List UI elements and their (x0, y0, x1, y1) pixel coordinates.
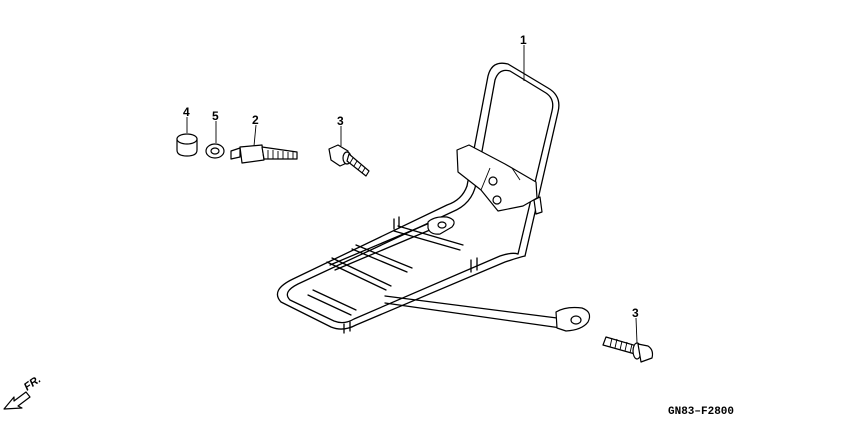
callout-4: 4 (183, 105, 190, 119)
callout-1: 1 (520, 33, 527, 47)
front-direction-label: FR. (22, 373, 43, 393)
washer-part-5 (205, 121, 225, 159)
diagram-code: GN83–F2800 (668, 406, 734, 418)
cap-nut-part-4 (176, 117, 198, 157)
axle-bolt-part-2 (230, 124, 298, 164)
callout-3-upper: 3 (337, 114, 344, 128)
carrier-rack-part-1 (276, 45, 591, 334)
callout-2: 2 (252, 113, 259, 127)
callout-5: 5 (212, 109, 219, 123)
flange-bolt-part-3-upper (328, 126, 370, 177)
callout-3-lower: 3 (632, 306, 639, 320)
front-direction-arrow-icon (3, 391, 31, 410)
flange-bolt-part-3-lower (602, 317, 654, 363)
